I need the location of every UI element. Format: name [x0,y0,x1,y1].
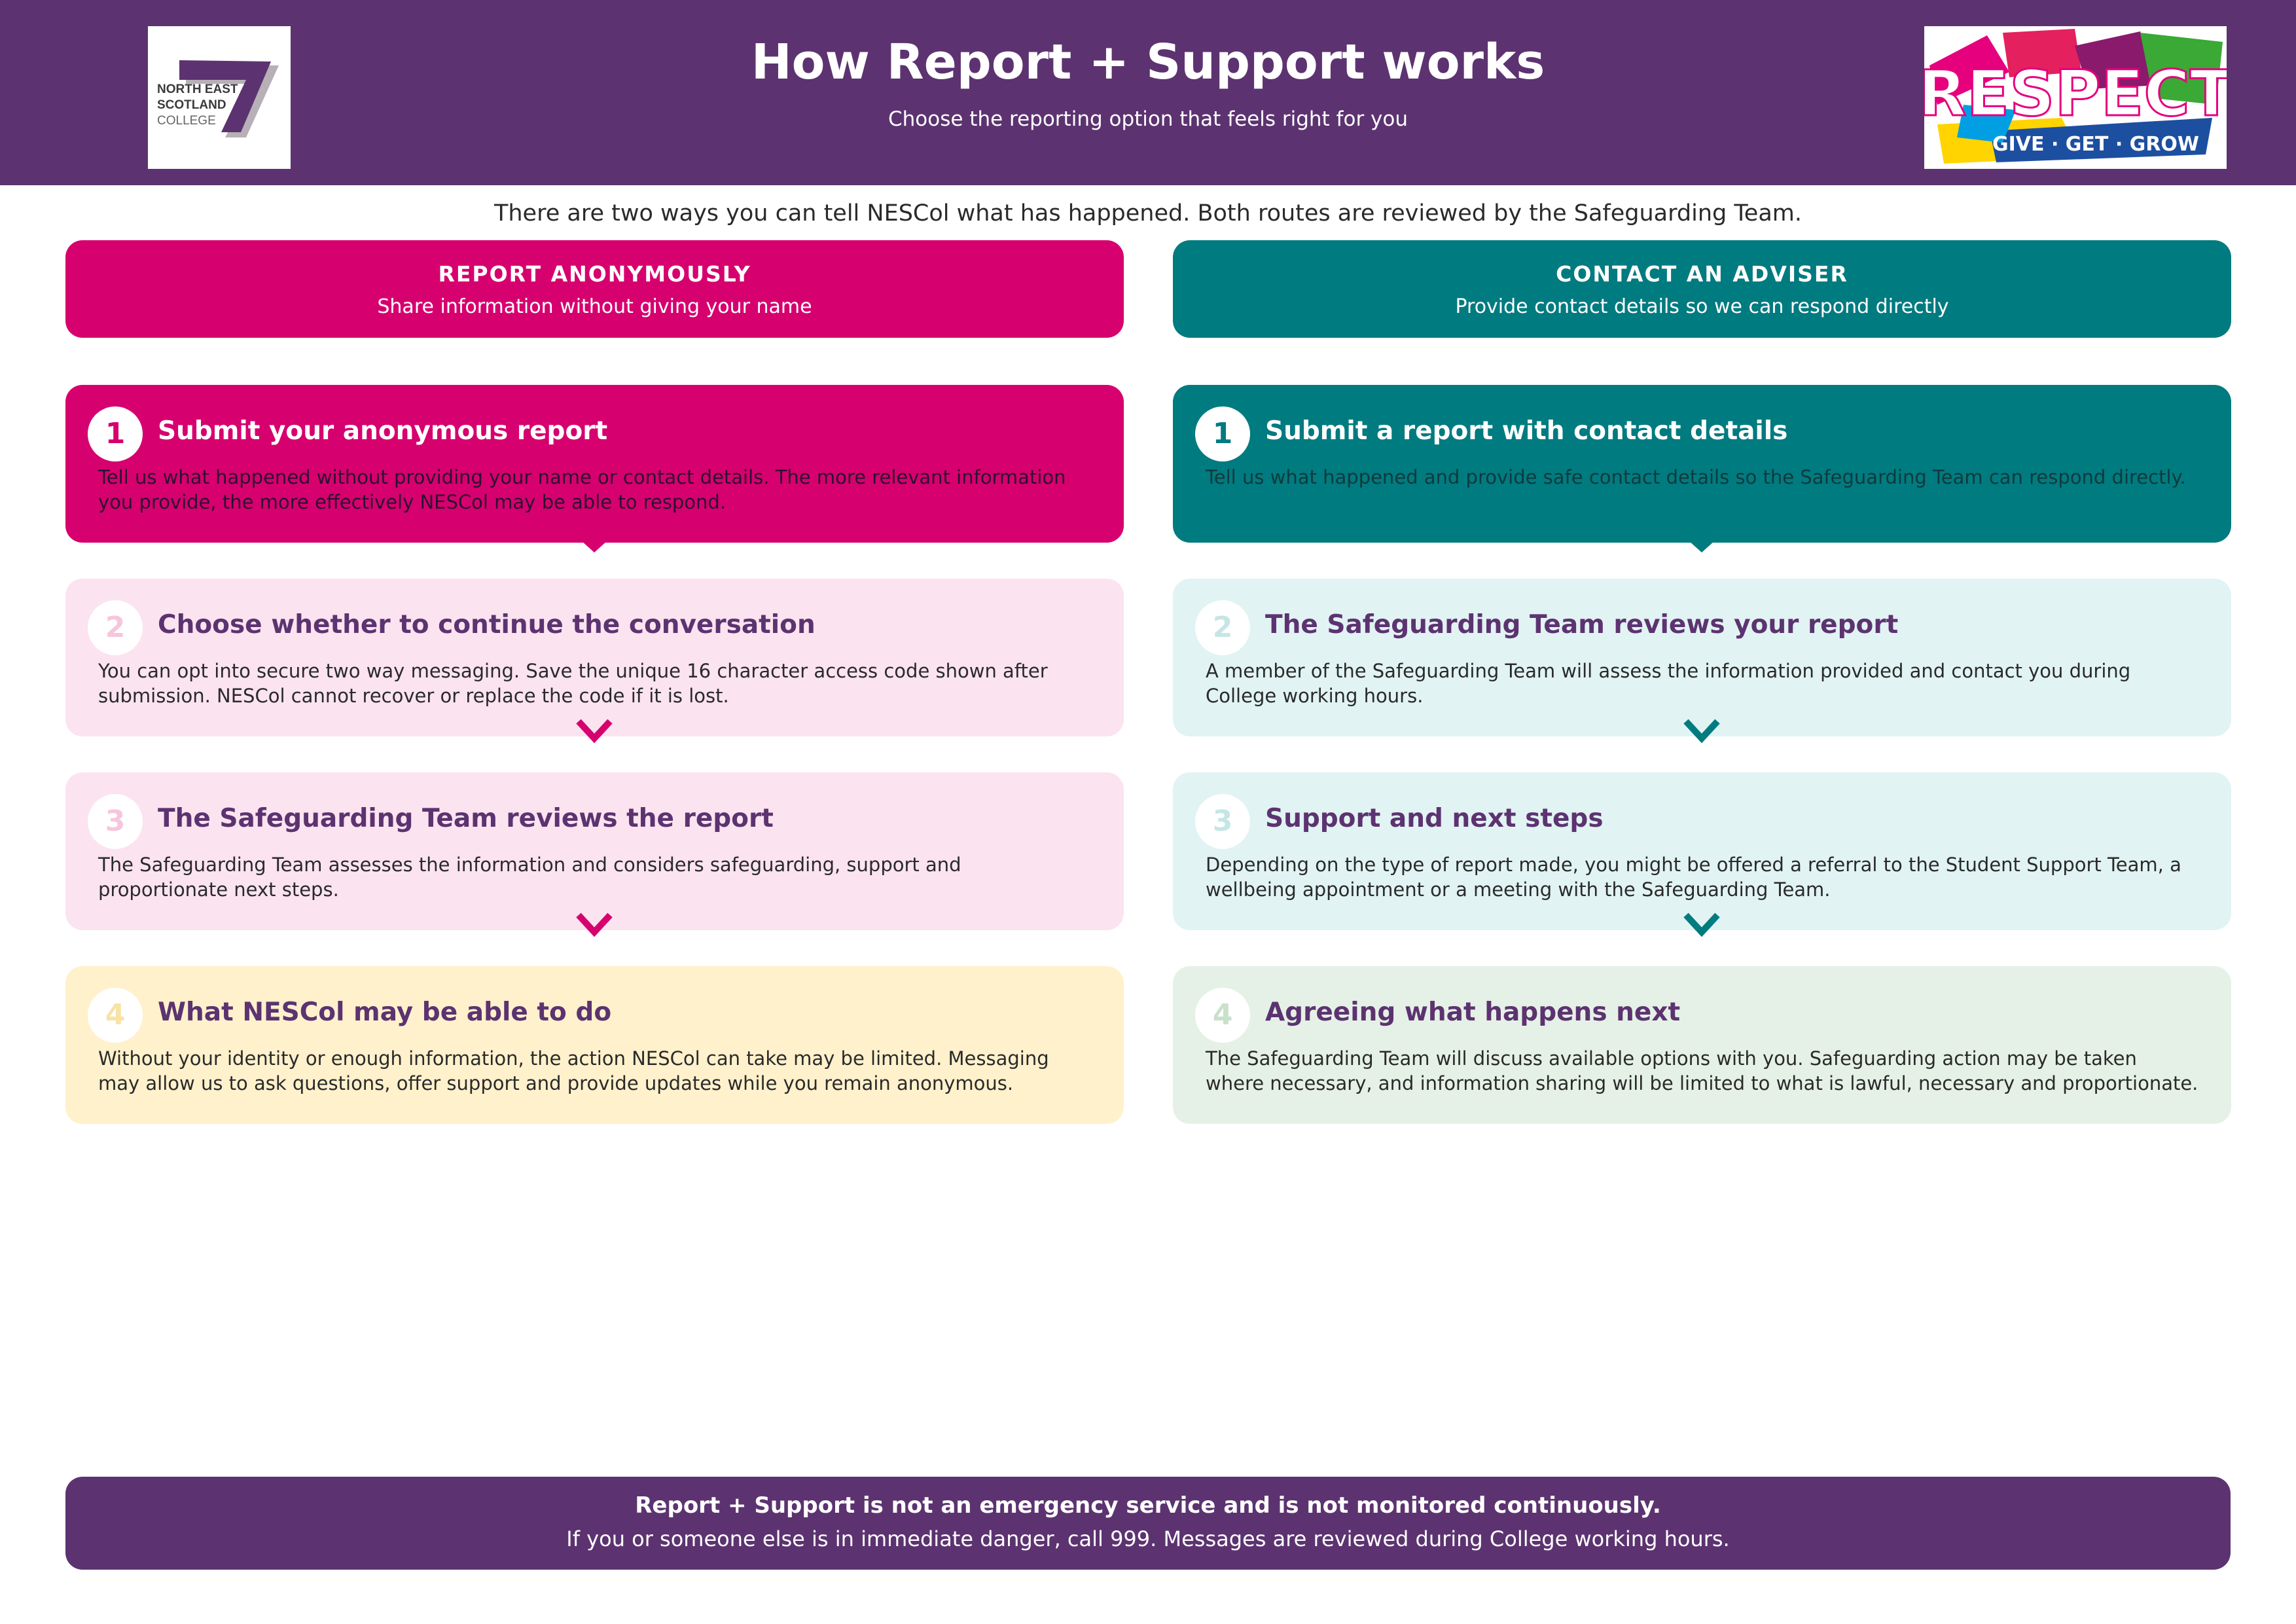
step-text: The Safeguarding Team will discuss avail… [1206,1047,2198,1094]
down-pointer-icon [581,541,607,552]
route-adviser-title: CONTACT AN ADVISER [1556,261,1848,287]
step-title: Submit your anonymous report [158,416,608,446]
step-number: 1 [1195,406,1250,461]
anonymous-step-3: 3 The Safeguarding Team reviews the repo… [65,772,1124,930]
step-title: Agreeing what happens next [1265,998,1681,1027]
chevron-down-icon [1682,911,1721,939]
respect-tagline: GIVE · GET · GROW [1992,133,2199,156]
step-title: What NESCol may be able to do [158,998,612,1027]
adviser-step-2: 2 The Safeguarding Team reviews your rep… [1173,579,2231,736]
step-text: A member of the Safeguarding Team will a… [1206,660,2131,707]
logo-line-2: SCOTLAND [157,98,226,112]
route-adviser-subtitle: Provide contact details so we can respon… [1455,295,1949,318]
chevron-down-icon [575,911,614,939]
step-text: Depending on the type of report made, yo… [1206,854,2181,901]
intro-text: There are two ways you can tell NESCol w… [494,200,1802,226]
page-header: NORTH EAST SCOTLAND COLLEGE How Report +… [0,0,2296,185]
step-title: Support and next steps [1265,804,1604,833]
route-anonymous-title: REPORT ANONYMOUSLY [438,261,751,287]
step-title: The Safeguarding Team reviews your repor… [1265,610,1899,640]
step-text: You can opt into secure two way messagin… [98,660,1048,707]
step-number: 2 [88,600,143,655]
step-number: 1 [88,406,143,461]
step-title: Submit a report with contact details [1265,416,1788,446]
step-number: 2 [1195,600,1250,655]
logo-line-1: NORTH EAST [157,82,238,96]
chevron-down-icon [1682,717,1721,745]
anonymous-step-4: 4 What NESCol may be able to do Without … [65,966,1124,1124]
adviser-step-4: 4 Agreeing what happens next The Safegua… [1173,966,2231,1124]
step-number: 4 [1195,988,1250,1043]
respect-logo: RESPECT GIVE · GET · GROW [1924,26,2227,169]
chevron-down-icon [575,717,614,745]
respect-wordmark: RESPECT [1924,57,2227,130]
anonymous-step-1: 1 Submit your anonymous report Tell us w… [65,385,1124,543]
route-adviser-header: CONTACT AN ADVISER Provide contact detai… [1173,240,2231,338]
adviser-step-1: 1 Submit a report with contact details T… [1173,385,2231,543]
page-title: How Report + Support works [751,34,1545,90]
step-title: Choose whether to continue the conversat… [158,610,816,640]
step-text: Tell us what happened without providing … [98,466,1066,513]
step-text: The Safeguarding Team assesses the infor… [98,854,961,901]
step-number: 3 [1195,794,1250,849]
route-anonymous-header: REPORT ANONYMOUSLY Share information wit… [65,240,1124,338]
route-anonymous-subtitle: Share information without giving your na… [377,295,812,318]
down-pointer-icon [1689,541,1715,552]
step-text: Without your identity or enough informat… [98,1047,1049,1094]
logo-line-3: COLLEGE [157,114,216,128]
emergency-notice-title: Report + Support is not an emergency ser… [635,1492,1661,1519]
step-title: The Safeguarding Team reviews the report [158,804,774,833]
step-number: 3 [88,794,143,849]
emergency-notice-text: If you or someone else is in immediate d… [566,1526,1730,1551]
nescol-logo: NORTH EAST SCOTLAND COLLEGE [148,26,291,169]
step-number: 4 [88,988,143,1043]
anonymous-step-2: 2 Choose whether to continue the convers… [65,579,1124,736]
emergency-notice: Report + Support is not an emergency ser… [65,1477,2231,1570]
adviser-step-3: 3 Support and next steps Depending on th… [1173,772,2231,930]
step-text: Tell us what happened and provide safe c… [1206,466,2186,488]
page-subtitle: Choose the reporting option that feels r… [888,107,1408,131]
